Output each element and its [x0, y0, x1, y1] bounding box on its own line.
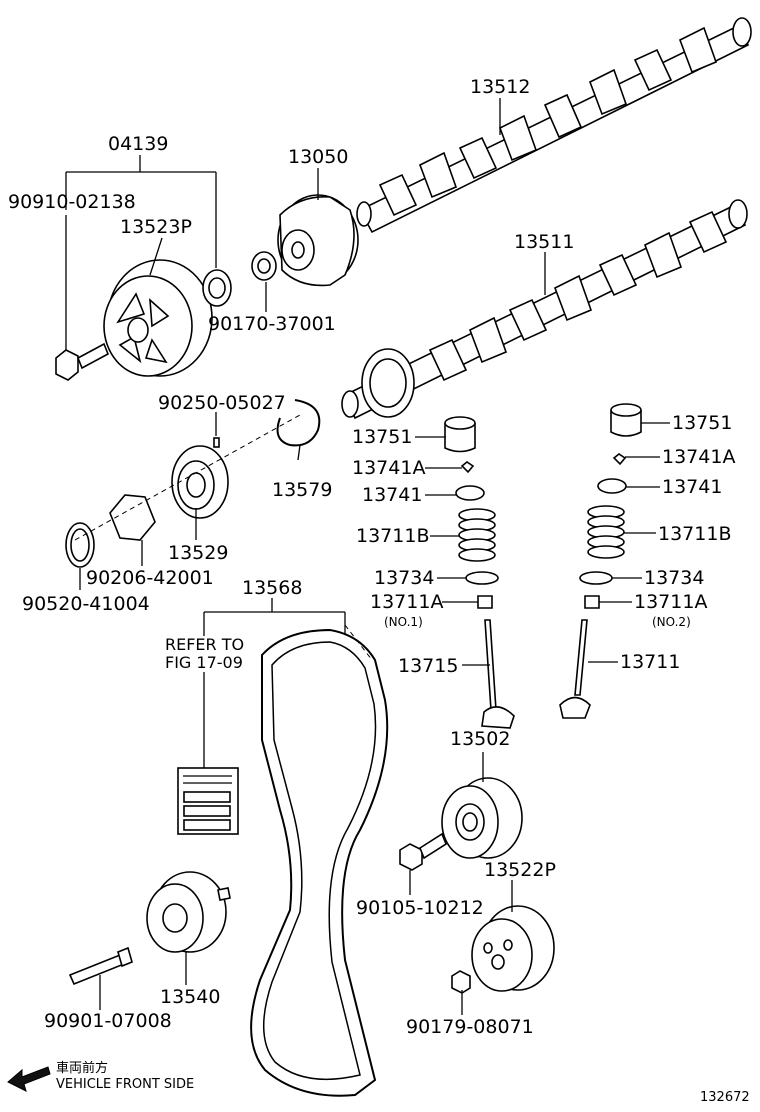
label-13711B-no2: 13711B	[658, 523, 731, 545]
label-13540: 13540	[160, 986, 220, 1008]
label-no2: (NO.2)	[652, 615, 691, 629]
label-13523P: 13523P	[120, 216, 192, 238]
label-13741A-no2: 13741A	[662, 446, 735, 468]
label-13568: 13568	[242, 577, 302, 599]
sprocket-13523P	[103, 259, 213, 377]
spring-13711B-no1	[458, 508, 496, 562]
cam-lobes-upper	[378, 26, 718, 217]
label-04139: 04139	[108, 133, 168, 155]
label-90520-41004: 90520-41004	[22, 593, 150, 615]
label-13741-no1: 13741	[362, 484, 422, 506]
label-13050: 13050	[288, 146, 348, 168]
lifter-13751-no1	[444, 416, 476, 453]
label-90250-05027: 90250-05027	[158, 392, 286, 414]
label-13711: 13711	[620, 651, 680, 673]
label-13741A-no1: 13741A	[352, 457, 425, 479]
ring-90520	[65, 522, 95, 568]
label-90901-07008: 90901-07008	[44, 1010, 172, 1032]
bolt-90901	[68, 946, 133, 986]
vvt-unit-13050	[277, 194, 359, 287]
retainer-13741-no2	[597, 478, 627, 494]
nut-90179	[451, 970, 471, 994]
spring-13711B-no2	[587, 505, 625, 559]
label-no1: (NO.1)	[384, 615, 423, 629]
timing-belt-13568	[250, 624, 389, 1097]
vehicle-front-arrow-icon	[7, 1066, 51, 1092]
seat-13734-no1	[465, 571, 499, 585]
snap-ring-13579	[276, 399, 321, 447]
camshaft-13512	[356, 17, 752, 234]
retainer-13741-no1	[455, 485, 485, 501]
label-13715: 13715	[398, 655, 458, 677]
figure-number: 132672	[700, 1090, 750, 1105]
part-labels: 04139 13050 13512 13511 90910-02138 1352…	[8, 76, 735, 1038]
label-13751-no1: 13751	[352, 426, 412, 448]
valve-13711	[559, 619, 591, 719]
seal-13711A-no1	[477, 595, 493, 609]
pin-90250	[213, 437, 220, 448]
lifter-13751-no2	[610, 403, 642, 437]
label-vehicle-front-side: VEHICLE FRONT SIDE	[56, 1077, 194, 1092]
camshaft-13511	[341, 199, 748, 420]
valve-13715	[481, 619, 515, 729]
label-90170-37001: 90170-37001	[208, 313, 336, 335]
label-13734-no2: 13734	[644, 567, 704, 589]
label-13734-no1: 13734	[374, 567, 434, 589]
seal-13711A-no2	[584, 595, 600, 609]
reference-doc-icon	[177, 767, 239, 835]
label-13711A-no2: 13711A	[634, 591, 707, 613]
washer-90206	[109, 494, 156, 541]
label-13579: 13579	[272, 479, 332, 501]
seal-90170	[251, 251, 277, 281]
leader-lines	[65, 98, 670, 1015]
bolt-90105	[399, 832, 447, 871]
cam-lobes-lower	[428, 210, 728, 382]
keeper-13741A-no1	[460, 461, 475, 474]
label-13512: 13512	[470, 76, 530, 98]
label-13751-no2: 13751	[672, 412, 732, 434]
sprocket-13522P	[471, 905, 555, 992]
label-front-jp: 車両前方	[56, 1060, 108, 1076]
label-13502: 13502	[450, 728, 510, 750]
idler-pulley-13502	[441, 777, 523, 859]
label-13711A-no1: 13711A	[370, 591, 443, 613]
label-refer-to: REFER TO	[165, 635, 244, 654]
label-fig-17-09: FIG 17-09	[165, 653, 243, 672]
seat-13734-no2	[579, 571, 613, 585]
label-90179-08071: 90179-08071	[406, 1016, 534, 1038]
seal-04139	[202, 269, 232, 307]
label-13511: 13511	[514, 231, 574, 253]
gear-13529	[171, 445, 229, 519]
label-13522P: 13522P	[484, 859, 556, 881]
label-90105-10212: 90105-10212	[356, 897, 484, 919]
bolt-90910	[55, 342, 110, 381]
tensioner-13540	[146, 871, 231, 953]
label-90206-42001: 90206-42001	[86, 567, 214, 589]
label-13529: 13529	[168, 542, 228, 564]
label-90910-02138: 90910-02138	[8, 191, 136, 213]
label-13711B-no1: 13711B	[356, 525, 429, 547]
keeper-13741A-no2	[612, 453, 627, 466]
label-13741-no2: 13741	[662, 476, 722, 498]
